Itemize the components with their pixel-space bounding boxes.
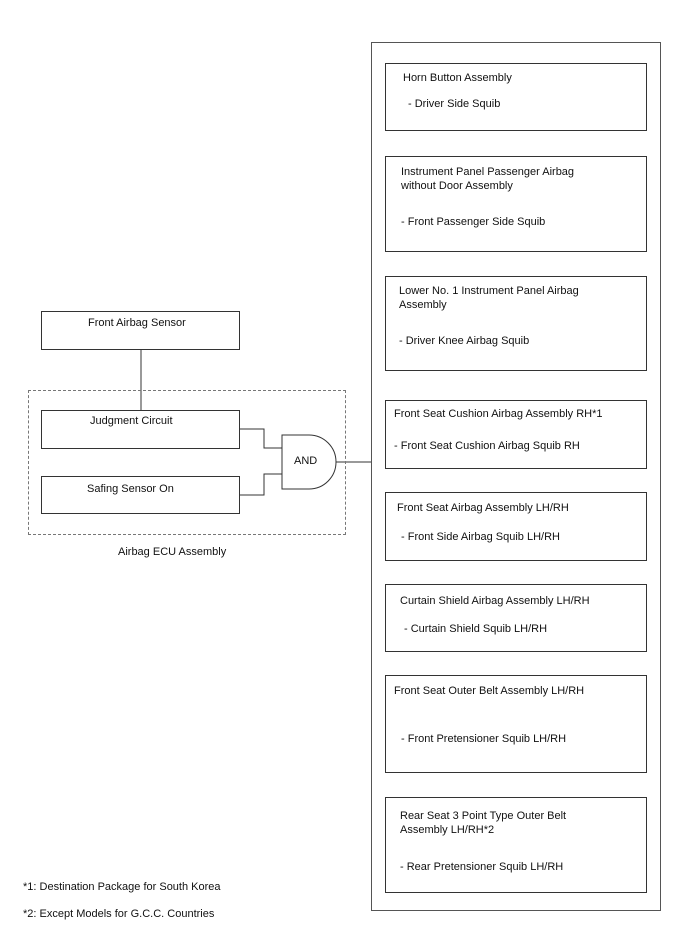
squib-box-title: Instrument Panel Passenger Airbag withou…	[401, 166, 575, 192]
squib-box-title: Front Seat Outer Belt Assembly LH/RH	[394, 685, 585, 697]
squib-box-front-seat-airbag: Front Seat Airbag Assembly LH/RH - Front…	[385, 492, 647, 561]
footnote-1: *1: Destination Package for South Korea	[23, 881, 221, 893]
squib-box-knee-airbag: Lower No. 1 Instrument Panel Airbag Asse…	[385, 276, 647, 371]
squib-box-subtitle: - Curtain Shield Squib LH/RH	[404, 623, 548, 635]
squib-box-passenger-airbag: Instrument Panel Passenger Airbag withou…	[385, 156, 647, 252]
squib-box-subtitle: - Rear Pretensioner Squib LH/RH	[400, 861, 564, 873]
front-airbag-sensor-box: Front Airbag Sensor	[41, 311, 240, 350]
squib-box-rear-pretensioner: Rear Seat 3 Point Type Outer Belt Assemb…	[385, 797, 647, 893]
squib-box-horn-button: Horn Button Assembly - Driver Side Squib	[385, 63, 647, 131]
and-gate-shape	[281, 434, 337, 490]
squib-box-subtitle: - Front Side Airbag Squib LH/RH	[401, 531, 560, 543]
judgment-to-gate-line	[240, 428, 282, 449]
squib-box-title: Curtain Shield Airbag Assembly LH/RH	[400, 595, 590, 607]
squib-box-title: Lower No. 1 Instrument Panel Airbag Asse…	[399, 285, 579, 311]
squib-box-subtitle: - Front Pretensioner Squib LH/RH	[401, 733, 567, 745]
squib-panel	[371, 42, 661, 911]
squib-box-title: Front Seat Airbag Assembly LH/RH	[397, 502, 569, 514]
judgment-circuit-label: Judgment Circuit	[90, 415, 173, 427]
and-gate-label: AND	[294, 455, 318, 467]
safing-sensor-label: Safing Sensor On	[87, 483, 174, 495]
squib-box-subtitle: - Front Seat Cushion Airbag Squib RH	[394, 440, 580, 452]
safing-to-gate-line	[240, 473, 282, 496]
squib-box-title: Horn Button Assembly	[403, 72, 512, 84]
judgment-circuit-box: Judgment Circuit	[41, 410, 240, 449]
squib-box-subtitle: - Front Passenger Side Squib	[401, 216, 546, 228]
squib-box-curtain-shield: Curtain Shield Airbag Assembly LH/RH - C…	[385, 584, 647, 652]
safing-sensor-box: Safing Sensor On	[41, 476, 240, 514]
airbag-ecu-label: Airbag ECU Assembly	[118, 546, 227, 558]
squib-box-title: Front Seat Cushion Airbag Assembly RH*1	[394, 408, 603, 420]
front-airbag-sensor-label: Front Airbag Sensor	[88, 317, 186, 329]
squib-box-front-pretensioner: Front Seat Outer Belt Assembly LH/RH - F…	[385, 675, 647, 773]
squib-box-title: Rear Seat 3 Point Type Outer Belt Assemb…	[400, 810, 567, 836]
squib-box-subtitle: - Driver Side Squib	[408, 98, 501, 110]
squib-box-seat-cushion-airbag: Front Seat Cushion Airbag Assembly RH*1 …	[385, 400, 647, 469]
airbag-ecu-assembly-frame	[28, 390, 346, 535]
footnote-2: *2: Except Models for G.C.C. Countries	[23, 908, 215, 920]
squib-box-subtitle: - Driver Knee Airbag Squib	[399, 335, 530, 347]
